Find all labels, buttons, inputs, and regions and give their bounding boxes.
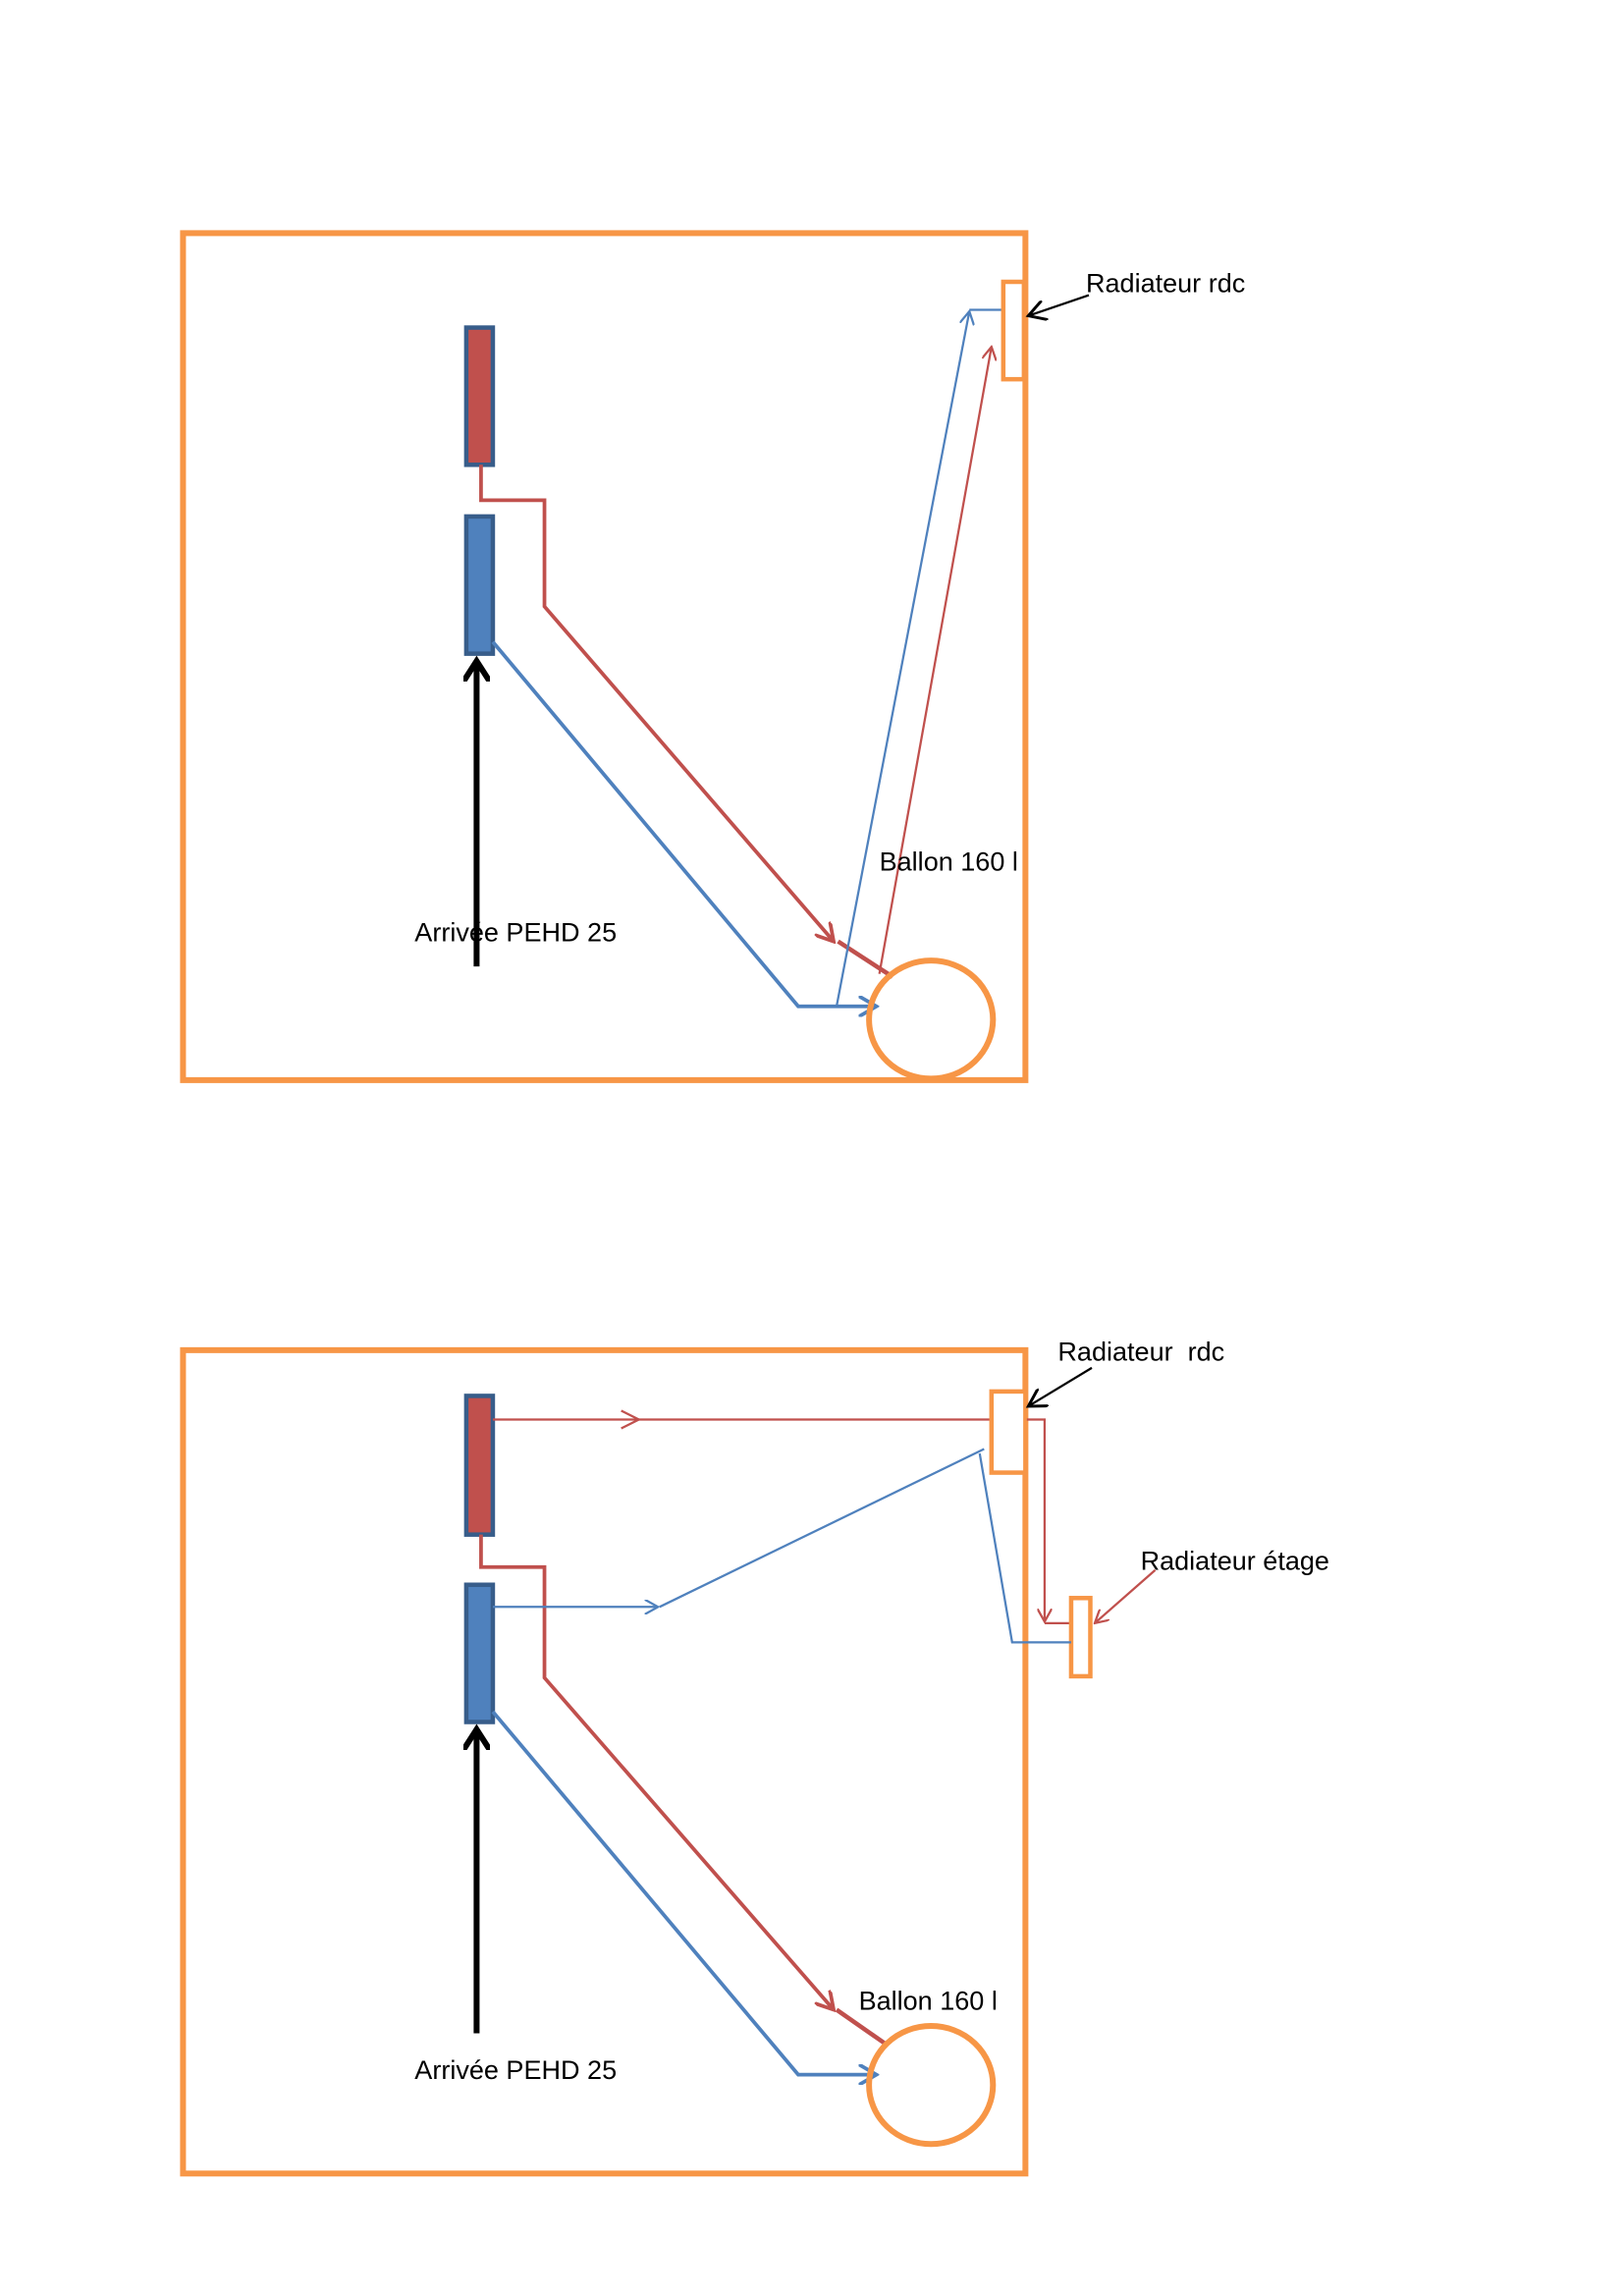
cold-return-to-radiator [659,1448,985,1609]
cold-tank [463,1582,496,1724]
hot-tank [463,1394,496,1537]
diagram-top: Radiateur rdc Ballon 160 l Arrivée PEHD … [180,230,1245,1083]
cold-supply-radiator [835,311,969,1007]
radiator-rdc-label: Radiateur rdc [1086,269,1245,299]
hot-supply-arrowhead [621,1409,642,1430]
hot-pipe-tank-link [835,2007,887,2046]
house-frame [180,1346,1029,2177]
radiator-rdc [1001,279,1027,382]
hot-return-radiator [878,347,992,974]
tank-label: Ballon 160 l [880,847,1018,877]
tank-label: Ballon 160 l [859,1987,998,2016]
water-tank [866,2023,997,2148]
cold-tank [463,514,496,656]
radiator-rdc-pointer [1028,1366,1093,1406]
radiator-rdc-pointer [1028,294,1090,316]
cold-from-floor-radiator [978,1452,1071,1644]
hot-pipe [479,1534,834,2010]
hot-to-floor-radiator [1026,1418,1045,1621]
radiator-floor-label: Radiateur étage [1141,1547,1329,1576]
water-tank [866,957,997,1082]
diagram-bottom: Radiateur rdc Radiateur étage Ballon 160… [180,1337,1329,2177]
hot-pipe [479,465,834,941]
inlet-label: Arrivée PEHD 25 [414,918,617,948]
house-frame [180,230,1029,1083]
radiator-floor-pointer [1095,1568,1157,1623]
hot-tank [463,325,496,467]
cold-pipe [491,640,877,1007]
radiator-rdc-label: Radiateur rdc [1057,1337,1224,1366]
radiator-rdc [989,1389,1028,1475]
radiator-floor [1068,1596,1093,1679]
cold-pipe [491,1710,877,2075]
inlet-label: Arrivée PEHD 25 [414,2055,617,2085]
